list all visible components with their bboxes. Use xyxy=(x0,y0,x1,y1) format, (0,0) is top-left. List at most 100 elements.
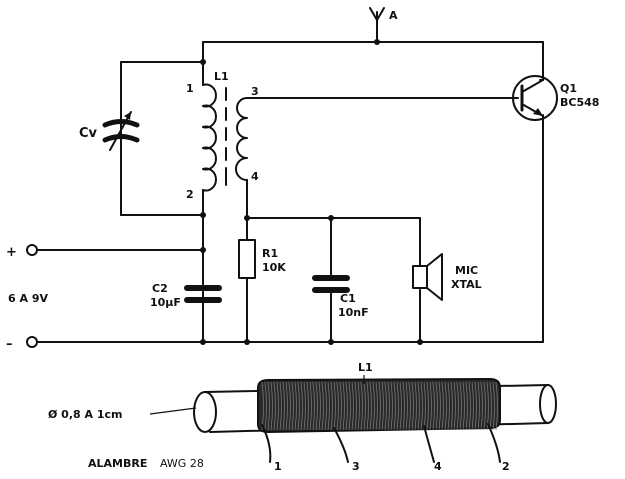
winding-turn xyxy=(465,381,468,431)
wire-note-bold: ALAMBRE xyxy=(88,457,147,470)
winding-turn xyxy=(360,381,363,431)
capacitor-c1 xyxy=(312,275,350,293)
winding-turn xyxy=(444,381,447,431)
c1-ref: C1 xyxy=(340,292,356,305)
winding-turn xyxy=(318,381,321,431)
tap-label-2: 2 xyxy=(502,460,510,473)
winding-turn xyxy=(399,381,402,431)
transistor-part: BC548 xyxy=(560,96,599,109)
coil-detail-drawing xyxy=(149,375,557,463)
tap-label-1: 1 xyxy=(274,460,282,473)
winding-turn xyxy=(300,381,303,431)
capacitor-c2 xyxy=(184,285,222,343)
winding-turn xyxy=(267,381,270,431)
winding-turn xyxy=(357,381,360,431)
winding-turn xyxy=(447,381,450,431)
winding-turn xyxy=(291,381,294,431)
winding-turn xyxy=(297,381,300,431)
supply-voltage: 6 A 9V xyxy=(8,292,48,305)
winding-lines xyxy=(261,381,498,431)
winding-turn xyxy=(429,381,432,431)
winding-turn xyxy=(381,381,384,431)
mic-label-1: MIC xyxy=(455,264,478,277)
winding-turn xyxy=(339,381,342,431)
antenna-symbol xyxy=(369,7,385,21)
mic-label-2: XTAL xyxy=(451,278,482,291)
variable-cap-label: Cv xyxy=(79,126,98,141)
winding-turn xyxy=(435,381,438,431)
winding-turn xyxy=(378,381,381,431)
tap-label-3: 3 xyxy=(352,460,360,473)
winding-turn xyxy=(405,381,408,431)
winding-turn xyxy=(474,381,477,431)
winding-turn xyxy=(279,381,282,431)
coil-pin-3: 3 xyxy=(251,85,259,98)
variable-capacitor xyxy=(102,61,140,216)
winding-turn xyxy=(288,381,291,431)
diameter-note: Ø 0,8 A 1cm xyxy=(48,408,122,421)
antenna-label: A xyxy=(389,9,398,22)
winding-turn xyxy=(462,381,465,431)
winding-turn xyxy=(321,381,324,431)
resistor-r1 xyxy=(238,239,256,279)
winding-turn xyxy=(270,381,273,431)
winding-turn xyxy=(453,381,456,431)
supply-minus: – xyxy=(6,337,13,352)
winding-turn xyxy=(330,381,333,431)
winding-turn xyxy=(456,381,459,431)
winding-turn xyxy=(396,381,399,431)
winding-turn xyxy=(483,381,486,431)
c2-ref: C2 xyxy=(152,282,168,295)
winding-turn xyxy=(342,381,345,431)
winding-turn xyxy=(495,381,498,431)
winding-turn xyxy=(414,381,417,431)
winding-turn xyxy=(303,381,306,431)
winding-turn xyxy=(354,381,357,431)
winding-turn xyxy=(450,381,453,431)
winding-turn xyxy=(294,381,297,431)
transistor-ref: Q1 xyxy=(560,82,577,95)
coil-label: L1 xyxy=(214,70,229,83)
winding-turn xyxy=(366,381,369,431)
winding-turn xyxy=(345,381,348,431)
winding-turn xyxy=(477,381,480,431)
winding-turn xyxy=(315,381,318,431)
winding-turn xyxy=(348,381,351,431)
winding-turn xyxy=(480,381,483,431)
winding-turn xyxy=(390,381,393,431)
winding-turn xyxy=(486,381,489,431)
winding-turn xyxy=(441,381,444,431)
winding-turn xyxy=(375,381,378,431)
coil-secondary xyxy=(235,97,248,181)
winding-turn xyxy=(309,381,312,431)
winding-turn xyxy=(312,381,315,431)
resistor-ref: R1 xyxy=(262,247,278,260)
winding-turn xyxy=(408,381,411,431)
winding-turn xyxy=(372,381,375,431)
transistor-q1 xyxy=(512,75,558,121)
coil-pin-4: 4 xyxy=(251,170,259,183)
winding-turn xyxy=(336,381,339,431)
winding-turn xyxy=(393,381,396,431)
winding-turn xyxy=(273,381,276,431)
winding-turn xyxy=(387,381,390,431)
coil-primary xyxy=(202,83,217,192)
winding-turn xyxy=(327,381,330,431)
supply-terminals xyxy=(26,244,38,348)
winding-turn xyxy=(492,381,495,431)
winding-turn xyxy=(417,381,420,431)
winding-turn xyxy=(411,381,414,431)
winding-turn xyxy=(432,381,435,431)
winding-turn xyxy=(369,381,372,431)
tap-label-4: 4 xyxy=(434,460,442,473)
winding-turn xyxy=(333,381,336,431)
winding-turn xyxy=(351,381,354,431)
c2-value: 10µF xyxy=(150,296,181,309)
winding-turn xyxy=(324,381,327,431)
winding-turn xyxy=(384,381,387,431)
winding-turn xyxy=(459,381,462,431)
supply-plus: + xyxy=(6,245,17,260)
wires xyxy=(37,11,544,343)
winding-turn xyxy=(468,381,471,431)
